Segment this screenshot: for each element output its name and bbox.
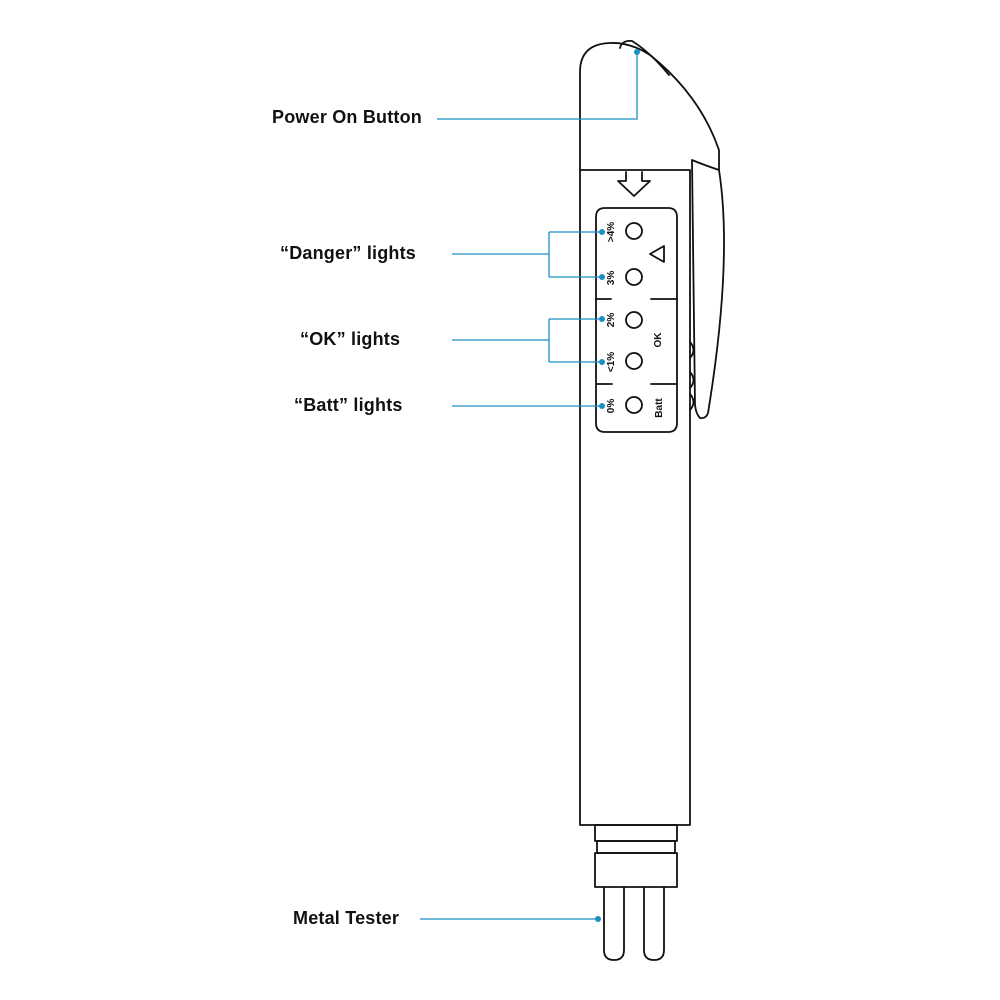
ok-low-dot [599, 359, 605, 365]
indicator-ok-high: 2% [606, 313, 617, 328]
led-ok-high [625, 311, 643, 329]
danger-low-dot [599, 274, 605, 280]
power-button [619, 39, 670, 76]
pen-cap [579, 42, 720, 171]
neck-ring [594, 824, 678, 842]
warning-triangle-icon [649, 245, 665, 263]
indicator-panel [595, 207, 678, 433]
power-dot [634, 49, 640, 55]
ok-lights-label: “OK” lights [300, 329, 401, 349]
led-batt [625, 396, 643, 414]
batt-dot [599, 403, 605, 409]
metal-dot [595, 916, 601, 922]
callout-lines [420, 52, 638, 920]
batt-lights-label: “Batt” lights [294, 395, 403, 415]
danger-high-dot [599, 229, 605, 235]
led-danger-low [625, 268, 643, 286]
group-label-ok: OK [653, 332, 664, 348]
danger-leader [452, 231, 602, 278]
indicator-ok-low: <1% [606, 352, 617, 372]
power-leader [437, 52, 638, 120]
led-danger-high [625, 222, 643, 240]
body-bump [689, 341, 695, 411]
pocket-clip [691, 159, 725, 420]
danger-lights-label: “Danger” lights [280, 243, 417, 263]
led-ok-low [625, 352, 643, 370]
tip-collar [594, 852, 678, 888]
cap-arrow [617, 171, 651, 197]
metal-tester-label: Metal Tester [293, 908, 400, 928]
neck-ring-2 [596, 840, 676, 854]
ok-high-dot [599, 316, 605, 322]
metal-prong-left [603, 886, 625, 961]
metal-prong-right [643, 886, 665, 961]
power-button-label: Power On Button [272, 107, 422, 127]
indicator-batt: 0% [606, 399, 617, 414]
pen-body [579, 169, 691, 826]
indicator-danger-high: >4% [606, 222, 617, 242]
ok-leader [452, 318, 602, 363]
callout-dots [595, 49, 640, 922]
group-label-batt: Batt [654, 398, 665, 418]
indicator-danger-low: 3% [606, 271, 617, 286]
